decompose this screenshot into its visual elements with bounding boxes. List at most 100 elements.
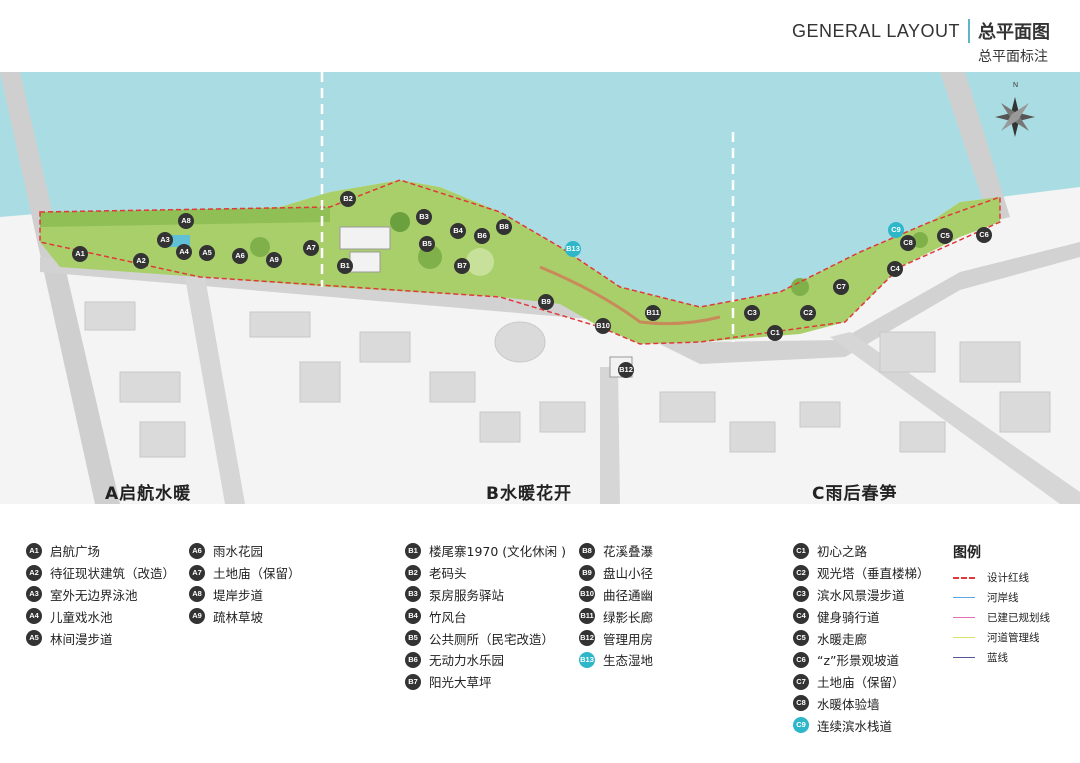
legend-item: B12 管理用房 [579, 627, 653, 649]
map-marker-a8[interactable]: A8 [178, 213, 194, 229]
map-marker-a9[interactable]: A9 [266, 252, 282, 268]
legend-item: B1 楼尾寨1970 (文化休闲 ) [405, 540, 566, 562]
map-marker-b1[interactable]: B1 [337, 258, 353, 274]
map-marker-a3[interactable]: A3 [157, 232, 173, 248]
key-item-blueline: 蓝线 [953, 650, 1008, 665]
map-marker-a4[interactable]: A4 [176, 244, 192, 260]
legend-marker: A9 [189, 608, 205, 625]
key-label: 蓝线 [987, 652, 1008, 664]
legend-label: 泵房服务驿站 [429, 587, 505, 603]
map-marker-b3[interactable]: B3 [416, 209, 432, 225]
map-marker-a5[interactable]: A5 [199, 245, 215, 261]
legend-marker: A5 [26, 630, 42, 647]
legend-label: 公共厕所（民宅改造） [429, 631, 555, 647]
map-marker-c7[interactable]: C7 [833, 279, 849, 295]
title-en: GENERAL LAYOUT [791, 20, 960, 41]
key-line [953, 576, 975, 579]
map-marker-c8[interactable]: C8 [900, 235, 916, 251]
legend-marker: B5 [405, 630, 421, 647]
map-marker-b6[interactable]: B6 [474, 228, 490, 244]
map-marker-a6[interactable]: A6 [232, 248, 248, 264]
zone-label-a: A启航水暖 [105, 484, 192, 504]
legend-marker: A8 [189, 586, 205, 603]
legend-label: 启航广场 [50, 544, 101, 560]
map-marker-c4[interactable]: C4 [887, 261, 903, 277]
road-a [185, 277, 245, 504]
legend-marker: C2 [793, 564, 809, 581]
legend-label: 楼尾寨1970 (文化休闲 ) [429, 544, 567, 560]
map-marker-a2[interactable]: A2 [133, 253, 149, 269]
key-label: 设计红线 [987, 572, 1029, 584]
legend-item: C6“z”形景观坡道 [793, 649, 930, 671]
legend-label: 待征现状建筑（改造） [50, 566, 176, 582]
legend-marker: B1 [405, 542, 421, 559]
map-marker-b5[interactable]: B5 [419, 236, 435, 252]
legend-label: 盘山小径 [603, 566, 654, 582]
map-marker-b4[interactable]: B4 [450, 223, 466, 239]
legend-label: 水暖体验墙 [817, 696, 880, 712]
legend-label: 滨水风景漫步道 [817, 587, 905, 603]
legend-marker: C8 [793, 695, 809, 712]
map-marker-c5[interactable]: C5 [937, 228, 953, 244]
river [0, 72, 1080, 307]
map-marker-b10[interactable]: B10 [595, 318, 611, 334]
legend-label: 管理用房 [603, 631, 654, 647]
map-marker-c6[interactable]: C6 [976, 227, 992, 243]
map-marker-c3[interactable]: C3 [744, 305, 760, 321]
legend-marker: B11 [579, 608, 595, 625]
key-item-river-management: 河道管理线 [953, 630, 1040, 645]
legend-item: A9 疏林草坡 [189, 605, 301, 627]
legend-label: “z”形景观坡道 [817, 653, 900, 669]
legend-label: 疏林草坡 [213, 609, 264, 625]
map-marker-b2[interactable]: B2 [340, 191, 356, 207]
map-marker-b12[interactable]: B12 [618, 362, 634, 378]
road-east [940, 72, 1010, 222]
map-marker-a1[interactable]: A1 [72, 246, 88, 262]
map-marker-c9[interactable]: C9 [888, 222, 904, 238]
map-marker-b7[interactable]: B7 [454, 258, 470, 274]
title-divider [968, 19, 970, 43]
map-marker-a7[interactable]: A7 [303, 240, 319, 256]
legend-marker: A3 [26, 586, 42, 603]
map-marker-b13[interactable]: B13 [565, 241, 581, 257]
legend-label: 连续滨水栈道 [817, 718, 893, 734]
map-marker-c1[interactable]: C1 [767, 325, 783, 341]
map-marker-c2[interactable]: C2 [800, 305, 816, 321]
north-arrow-icon [995, 97, 1035, 137]
map-marker-b9[interactable]: B9 [538, 294, 554, 310]
legend-label: 阳光大草坪 [429, 675, 492, 691]
legend-label: 土地庙（保留） [213, 566, 301, 582]
legend-marker: B10 [579, 586, 595, 603]
legend-marker: B12 [579, 630, 595, 647]
legend-label: 儿童戏水池 [50, 609, 113, 625]
map-marker-b11[interactable]: B11 [645, 305, 661, 321]
legend-item: C8 水暖体验墙 [793, 693, 930, 715]
legend-label: 老码头 [429, 566, 467, 582]
legend-marker: B7 [405, 673, 421, 690]
legend-marker: C4 [793, 608, 809, 625]
zone-label-b: B水暖花开 [486, 484, 572, 504]
road-c [830, 332, 1080, 504]
legend-label: 竹风台 [429, 609, 467, 625]
legend-marker: B9 [579, 564, 595, 581]
map-marker-b8[interactable]: B8 [496, 219, 512, 235]
key-line [953, 597, 975, 598]
legend-marker: A6 [189, 542, 205, 559]
map-canvas: N [0, 72, 1080, 504]
legend-marker: B13 [579, 651, 595, 668]
